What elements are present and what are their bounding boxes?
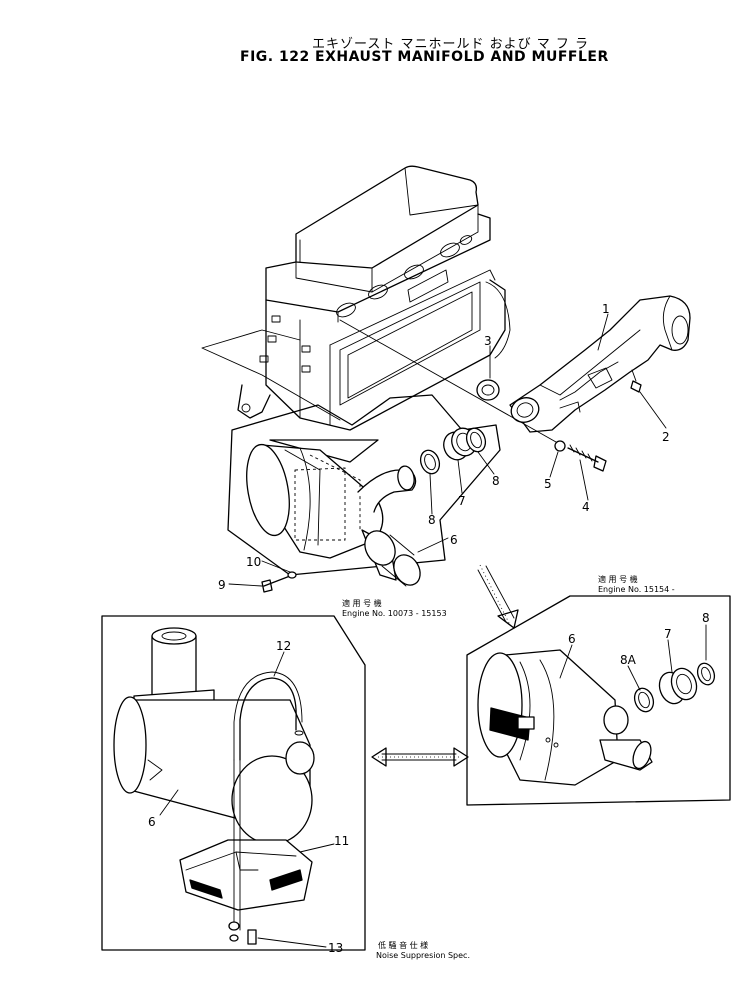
exhaust-manifold bbox=[509, 295, 691, 433]
callout-9: 9 bbox=[218, 578, 226, 592]
mounting-bolt bbox=[261, 571, 297, 593]
serial-note-early: Engine No. 10073 - 15153 bbox=[342, 609, 447, 618]
interchange-arrow bbox=[371, 747, 469, 767]
callout-6-top: 6 bbox=[450, 533, 458, 547]
callout-7-top: 7 bbox=[458, 494, 466, 508]
noise-spec-note-japanese: 低 騒 音 仕 様 bbox=[378, 940, 428, 950]
washer bbox=[554, 440, 566, 452]
manifold-gasket bbox=[476, 379, 500, 401]
variant-arrow bbox=[477, 564, 519, 629]
leader-lines bbox=[159, 313, 707, 948]
muffler-panel-late bbox=[466, 595, 731, 806]
callout-8-top-right: 8 bbox=[492, 474, 500, 488]
callout-6-right: 6 bbox=[568, 632, 576, 646]
serial-note-late: Engine No. 15154 - bbox=[598, 585, 675, 594]
callout-7-right: 7 bbox=[664, 627, 672, 641]
engine-block bbox=[237, 165, 511, 431]
figure-title-japanese: エキゾースト マニホールド および マ フ ラ bbox=[312, 37, 590, 52]
noise-spec-note: Noise Suppresion Spec. bbox=[376, 951, 470, 960]
callout-8-top-left: 8 bbox=[428, 513, 436, 527]
engine-reference-outline bbox=[201, 329, 341, 421]
callout-2: 2 bbox=[662, 430, 670, 444]
callout-4: 4 bbox=[582, 500, 590, 514]
callout-8-right: 8 bbox=[702, 611, 710, 625]
serial-note-late-japanese: 適 用 号 機 bbox=[598, 574, 638, 584]
callout-3: 3 bbox=[484, 334, 492, 348]
figure-title: FIG. 122 EXHAUST MANIFOLD AND MUFFLER bbox=[240, 49, 609, 65]
callout-6-left: 6 bbox=[148, 815, 156, 829]
serial-note-early-japanese: 適 用 号 機 bbox=[342, 598, 382, 608]
callout-11: 11 bbox=[334, 834, 349, 848]
callout-10: 10 bbox=[246, 555, 261, 569]
callout-13: 13 bbox=[328, 941, 343, 955]
callout-8A: 8A bbox=[620, 653, 637, 667]
bolt bbox=[567, 444, 607, 472]
callout-5: 5 bbox=[544, 477, 552, 491]
manifold-bolt-2 bbox=[630, 369, 642, 393]
callout-12: 12 bbox=[276, 639, 291, 653]
assembly-guide-line bbox=[339, 319, 557, 443]
muffler-panel-noise-suppression bbox=[101, 615, 366, 951]
callout-1: 1 bbox=[602, 302, 610, 316]
muffler-panel-early bbox=[227, 394, 501, 587]
